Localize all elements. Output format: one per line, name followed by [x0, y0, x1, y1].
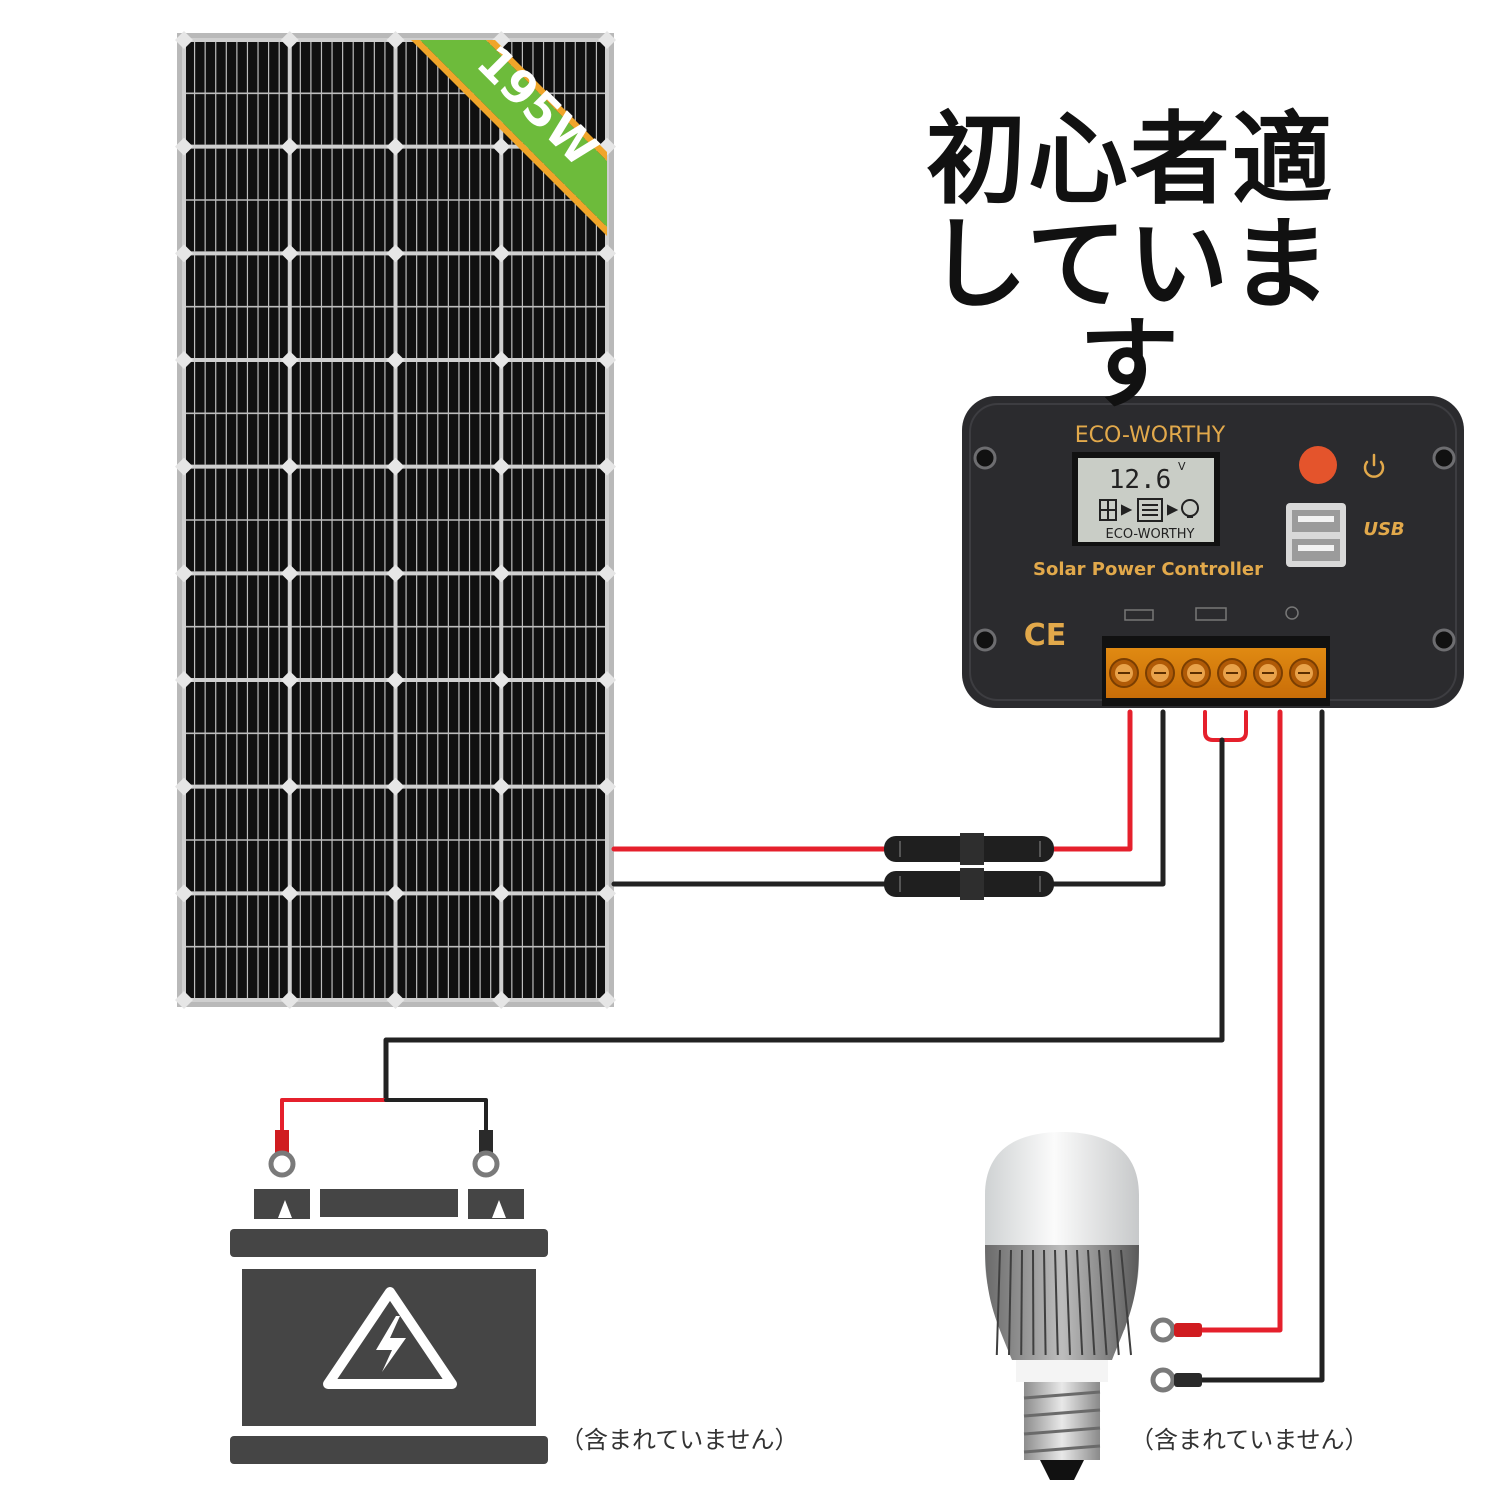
product-label: Solar Power Controller: [1033, 559, 1263, 580]
ring-terminal-red: [268, 1130, 296, 1178]
usb-ports[interactable]: [1286, 503, 1346, 567]
lcd-brand: ECO-WORTHY: [1106, 527, 1195, 542]
terminal-screws: [1109, 658, 1319, 688]
mc4-connector-negative: [884, 868, 1054, 900]
battery-not-included-note: （含まれていません）: [560, 1426, 799, 1454]
load-negative-wire: [1197, 709, 1325, 1383]
usb-icon: USB: [1363, 519, 1404, 540]
high-voltage-icon: [323, 1287, 457, 1389]
power-button[interactable]: [1299, 446, 1337, 484]
lcd-voltage: 12.6: [1109, 465, 1172, 495]
solar-panel: 195W: [175, 31, 616, 1009]
solar-charge-controller: ECO-WORTHY 12.6 V ECO-WORTHY Solar Power…: [962, 396, 1464, 708]
led-bulb: [985, 1132, 1139, 1480]
lcd-unit: V: [1178, 460, 1186, 473]
headline-line-1: 初心者適: [926, 101, 1334, 218]
pv-negative-wire: [611, 709, 1166, 887]
ce-mark: CE: [1024, 618, 1067, 653]
controller-brand: ECO-WORTHY: [1075, 423, 1226, 448]
wires: [280, 709, 1325, 1383]
battery-red-lead: [280, 1098, 388, 1134]
power-icon: [1363, 453, 1385, 478]
mc4-connector-positive: [884, 833, 1054, 865]
lcd-flow-icons: [1099, 498, 1199, 522]
terminal-symbols: [1124, 606, 1299, 621]
load-ring-terminal-black: [1150, 1367, 1202, 1393]
battery: [230, 1130, 548, 1464]
load-ring-terminal-red: [1150, 1317, 1202, 1343]
battery-black-lead: [384, 1098, 488, 1134]
bulb-not-included-note: （含まれていません）: [1130, 1426, 1369, 1454]
headline-line-2: しています: [927, 206, 1333, 423]
battery-loop-wire: [1203, 710, 1248, 742]
mounting-holes: [973, 446, 1456, 652]
ring-terminal-black: [472, 1130, 500, 1178]
load-positive-wire: [1197, 709, 1283, 1333]
battery-lead-black: [383, 737, 1225, 1101]
pv-positive-wire: [611, 709, 1133, 852]
